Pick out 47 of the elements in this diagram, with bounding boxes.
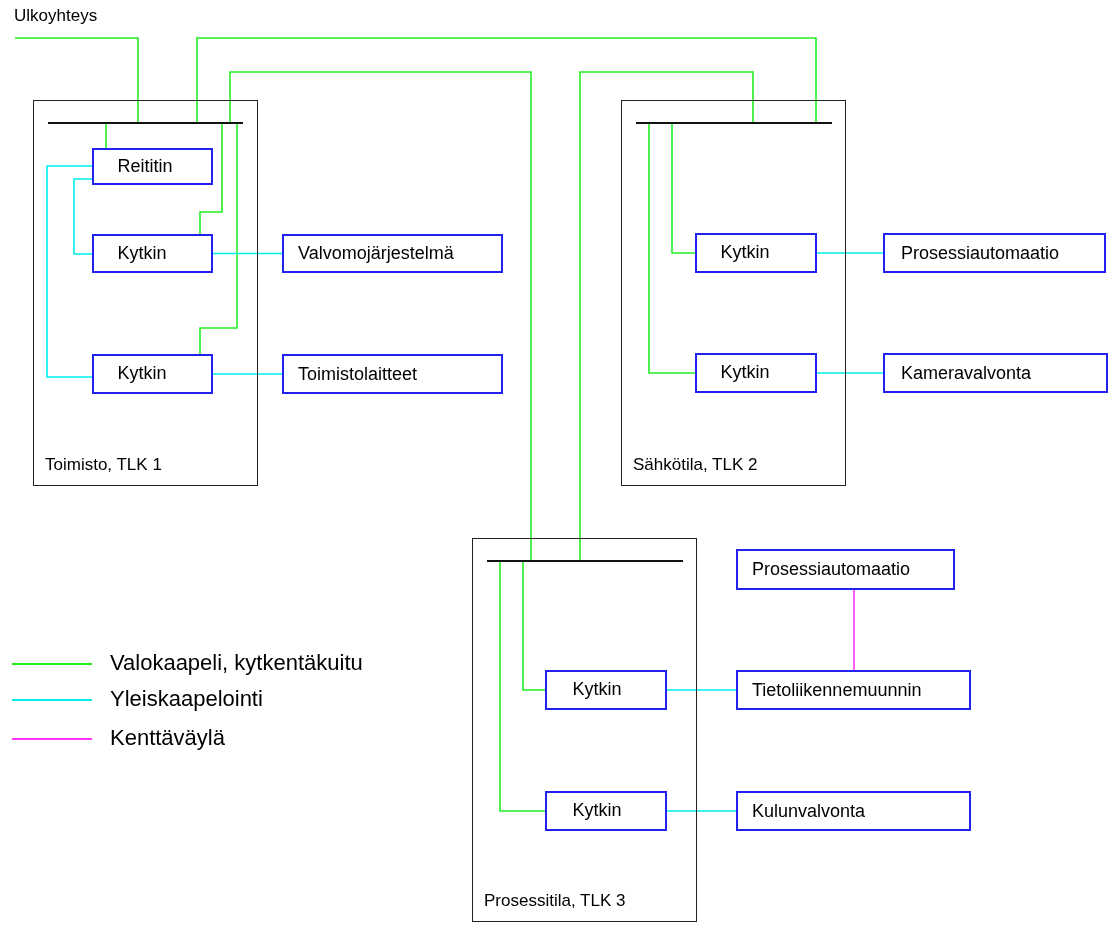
room-box bbox=[33, 100, 258, 486]
cable-line bbox=[816, 372, 884, 374]
legend-text: Valokaapeli, kytkentäkuitu bbox=[110, 650, 363, 676]
room-box bbox=[621, 100, 846, 486]
device-box: Kytkin bbox=[91, 233, 213, 273]
device-box: Kytkin bbox=[544, 790, 667, 831]
cable-line bbox=[105, 123, 107, 149]
device-box: Kytkin bbox=[694, 232, 817, 273]
device-box: Tietoliikennemuunnin bbox=[736, 670, 971, 710]
cable-line bbox=[666, 689, 737, 691]
cable-line bbox=[14, 37, 139, 123]
cable-line bbox=[73, 178, 93, 255]
legend-text: Kenttäväylä bbox=[110, 725, 225, 751]
connection-label: Ulkoyhteys bbox=[14, 6, 126, 38]
cable-line bbox=[229, 71, 532, 561]
device-box: Prosessiautomaatio bbox=[883, 233, 1106, 273]
device-box: Kytkin bbox=[91, 353, 213, 394]
cable-line bbox=[199, 123, 223, 235]
legend-text: Yleiskaapelointi bbox=[110, 686, 263, 712]
device-box: Toimistolaitteet bbox=[282, 354, 503, 394]
room-box bbox=[472, 538, 697, 922]
cable-line bbox=[853, 589, 855, 671]
cable-line bbox=[499, 561, 546, 812]
cable-line bbox=[816, 252, 884, 254]
cable-line bbox=[196, 37, 817, 123]
device-box: Kameravalvonta bbox=[883, 353, 1108, 393]
cable-line bbox=[46, 165, 93, 378]
device-box: Prosessiautomaatio bbox=[736, 549, 955, 590]
cable-line bbox=[212, 252, 283, 255]
cable-line bbox=[212, 373, 283, 375]
cable-line bbox=[579, 71, 754, 561]
device-box: Kytkin bbox=[694, 352, 817, 393]
cable-line bbox=[648, 123, 696, 374]
bus-bar bbox=[635, 121, 832, 124]
bus-bar bbox=[47, 121, 243, 124]
room-label: Toimisto, TLK 1 bbox=[45, 455, 162, 475]
device-box: Valvomojärjestelmä bbox=[282, 234, 503, 273]
cable-line bbox=[666, 810, 737, 812]
cable-line bbox=[522, 561, 546, 691]
device-box: Kulunvalvonta bbox=[736, 791, 971, 831]
device-box: Kytkin bbox=[544, 669, 667, 710]
device-box: Reititin bbox=[91, 147, 213, 185]
room-label: Prosessitila, TLK 3 bbox=[484, 891, 626, 911]
cable-line bbox=[671, 123, 696, 254]
room-label: Sähkötila, TLK 2 bbox=[633, 455, 758, 475]
cable-line bbox=[199, 123, 238, 355]
bus-bar bbox=[486, 559, 683, 562]
